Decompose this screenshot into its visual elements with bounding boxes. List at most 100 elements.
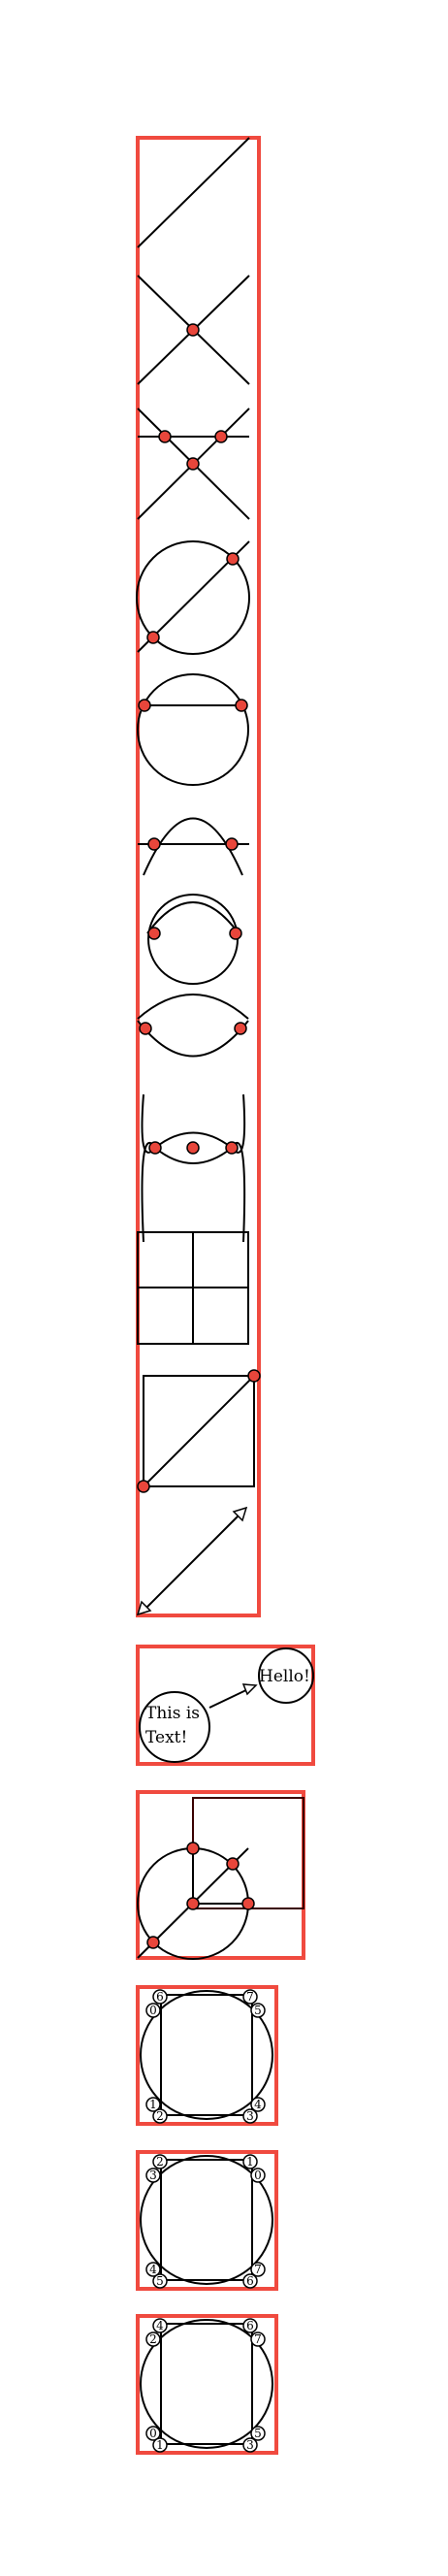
corner-label: 3: [246, 2438, 254, 2452]
corner-marker: [152, 2154, 168, 2169]
corner-marker: [152, 2108, 168, 2124]
panel-9-curves: [141, 1093, 246, 1243]
panel-5-circle-chord: [137, 673, 249, 786]
intersection-point: [226, 552, 240, 566]
corner-label: 4: [149, 2263, 157, 2276]
intersection-point: [139, 1022, 152, 1035]
corner-marker: [250, 2003, 266, 2018]
intersection-point: [138, 699, 151, 712]
intersection-point: [146, 1936, 160, 1949]
panel-1-line: [137, 137, 250, 248]
panel-12-arrow: [136, 1506, 248, 1616]
corner-label: 1: [156, 2438, 164, 2452]
intersection-point: [158, 430, 172, 443]
corner-label: 6: [246, 2274, 254, 2288]
corner-label: 4: [156, 2319, 164, 2332]
corner-marker: [152, 2437, 168, 2453]
combo-diagram: [137, 1797, 304, 1960]
panel-4-circle-diagonal: [136, 540, 250, 655]
left-bubble: [139, 1691, 210, 1763]
corner-label: 6: [246, 2319, 254, 2332]
corner-label: 2: [156, 2155, 164, 2168]
right-bubble: [258, 1647, 314, 1704]
corner-label: 5: [156, 2274, 164, 2288]
intersection-point: [146, 631, 160, 644]
corner-marker: [145, 2097, 161, 2112]
numbered-diagram-2: 2 1 3 0 4 7 5 6: [140, 2154, 273, 2289]
corner-marker: [242, 2154, 258, 2169]
intersection-point: [186, 1897, 200, 1910]
corner-label: 7: [246, 1990, 254, 2004]
panel-6-arch-line: [138, 817, 249, 876]
tall-frame: [136, 136, 261, 1617]
corner-label: 6: [156, 1990, 164, 2004]
intersection-point: [137, 1480, 150, 1493]
panel-8-lens: [137, 994, 249, 1058]
left-bubble-text-line2: Text!: [145, 1728, 187, 1747]
corner-label: 2: [156, 2109, 164, 2123]
intersection-point: [147, 927, 161, 940]
arrowtail: [136, 1600, 152, 1616]
intersection-point: [148, 1141, 162, 1155]
panel-7-circle-arch: [146, 894, 242, 985]
corner-label: 3: [246, 2109, 254, 2123]
corner-marker: [145, 2426, 161, 2441]
corner-label: 5: [254, 2004, 262, 2017]
intersection-point: [186, 1141, 200, 1155]
intersection-point: [214, 430, 228, 443]
panel-11-square-diagonal: [137, 1369, 261, 1493]
corner-label: 0: [149, 2004, 157, 2017]
panel-3-cross-with-line: [137, 408, 250, 520]
corner-marker: [145, 2262, 161, 2277]
corner-label: 0: [254, 2168, 262, 2182]
corner-label: 1: [246, 2155, 254, 2168]
corner-marker: [152, 2318, 168, 2333]
numbered-diagram-3: 4 6 2 7 0 5 1 3: [140, 2318, 273, 2453]
corner-marker: [242, 1989, 258, 2005]
corner-marker: [242, 2108, 258, 2124]
intersection-point: [225, 1141, 239, 1155]
corner-marker: [242, 2437, 258, 2453]
corner-marker: [152, 1989, 168, 2005]
corner-label: 7: [254, 2332, 262, 2346]
corner-label: 4: [254, 2098, 262, 2111]
panel-2-cross: [137, 275, 250, 385]
bubbles-diagram: This is Text! Hello!: [139, 1647, 314, 1763]
right-bubble-text: Hello!: [259, 1667, 310, 1686]
corner-label: 0: [149, 2427, 157, 2440]
numbered-frame-1: [136, 1985, 278, 2126]
corner-label: 3: [149, 2168, 157, 2182]
corner-label: 2: [149, 2332, 157, 2346]
corner-marker: [145, 2331, 161, 2347]
numbered-diagram-1: 6 7 0 5 1 4 2 3: [140, 1989, 273, 2124]
intersection-point: [186, 1842, 200, 1855]
intersection-point: [186, 323, 200, 337]
corner-marker: [145, 2168, 161, 2183]
left-bubble-text-line1: This is: [145, 1704, 200, 1723]
intersection-point: [234, 1022, 247, 1035]
corner-marker: [250, 2097, 266, 2112]
corner-marker: [250, 2262, 266, 2277]
intersection-point: [226, 1857, 240, 1871]
corner-marker: [242, 2318, 258, 2333]
panel-10-grid: [137, 1231, 249, 1345]
corner-label: 1: [149, 2098, 157, 2111]
intersection-point: [241, 1897, 255, 1910]
numbered-frame-2: [136, 2150, 278, 2291]
corner-marker: [250, 2168, 266, 2183]
corner-marker: [250, 2426, 266, 2441]
intersection-point: [147, 837, 161, 851]
numbered-frame-3: [136, 2314, 278, 2455]
intersection-point: [229, 927, 242, 940]
corner-marker: [145, 2003, 161, 2018]
corner-label: 7: [254, 2263, 262, 2276]
arrowhead: [232, 1506, 248, 1522]
corner-marker: [242, 2273, 258, 2289]
intersection-point: [247, 1369, 261, 1383]
corner-marker: [250, 2331, 266, 2347]
intersection-point: [186, 457, 200, 471]
corner-label: 5: [254, 2427, 262, 2440]
bubble-arrowhead: [241, 1683, 258, 1696]
intersection-point: [225, 837, 239, 851]
